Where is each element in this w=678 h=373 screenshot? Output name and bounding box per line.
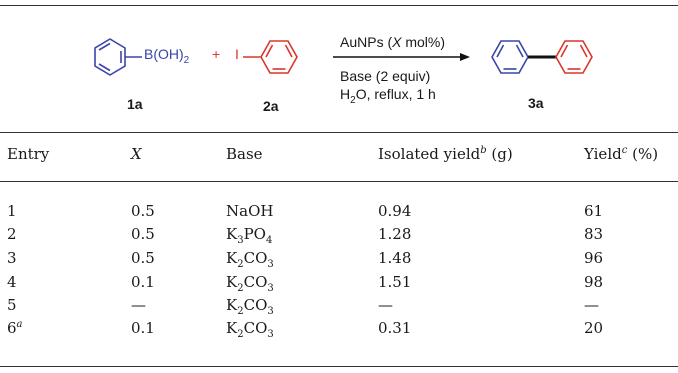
row-5-yield: — xyxy=(584,296,599,314)
row-3-x: 0.5 xyxy=(131,249,155,267)
row-2-yield: 83 xyxy=(584,225,604,243)
compound-label-1a: 1a xyxy=(127,96,143,112)
row-4-yield: 98 xyxy=(584,273,604,291)
row-6-x: 0.1 xyxy=(131,319,155,337)
row-3-base: K2CO3 xyxy=(226,249,274,270)
arrow-head-icon xyxy=(460,53,470,61)
row-1-entry: 1 xyxy=(7,202,17,220)
phenyl-ring-2a xyxy=(260,40,298,74)
iodo-atom: I xyxy=(235,46,239,62)
table-bottom-rule xyxy=(0,366,678,367)
header-bottom-rule xyxy=(0,181,678,182)
header-x: X xyxy=(131,145,142,163)
condition-catalyst: AuNPs (X mol%) xyxy=(340,34,446,50)
row-2-base: K3PO4 xyxy=(226,225,273,246)
row-1-isolated-yield: 0.94 xyxy=(378,202,412,220)
row-3-isolated-yield: 1.48 xyxy=(378,249,412,267)
row-5-base: K2CO3 xyxy=(226,296,274,317)
row-5-x: — xyxy=(131,296,146,314)
condition-base: Base (2 equiv) xyxy=(340,68,431,84)
row-2-isolated-yield: 1.28 xyxy=(378,225,412,243)
row-4-x: 0.1 xyxy=(131,273,155,291)
row-2-entry: 2 xyxy=(7,225,17,243)
compound-label-2a: 2a xyxy=(263,98,279,114)
row-1-yield: 61 xyxy=(584,202,604,220)
condition-solvent: H2O, reflux, 1 h xyxy=(340,86,436,106)
row-5-isolated-yield: — xyxy=(378,296,393,314)
row-4-entry: 4 xyxy=(7,273,17,291)
row-3-entry: 3 xyxy=(7,249,17,267)
row-1-base: NaOH xyxy=(226,202,274,220)
boronic-acid-group: B(OH)2 xyxy=(144,46,190,66)
reaction-scheme xyxy=(94,38,593,76)
header-top-rule xyxy=(0,132,678,133)
header-entry: Entry xyxy=(7,145,50,163)
header-yield: Yieldc (%) xyxy=(584,145,659,163)
phenyl-ring-1a xyxy=(94,38,126,76)
phenyl-ring-3a-blue xyxy=(491,40,529,74)
phenyl-ring-3a-red xyxy=(555,40,593,74)
header-isolated-yield: Isolated yieldb (g) xyxy=(378,145,513,163)
row-2-x: 0.5 xyxy=(131,225,155,243)
row-1-x: 0.5 xyxy=(131,202,155,220)
row-6-entry: 6a xyxy=(7,319,23,337)
row-4-isolated-yield: 1.51 xyxy=(378,273,412,291)
top-rule xyxy=(0,5,678,6)
row-5-entry: 5 xyxy=(7,296,17,314)
row-6-yield: 20 xyxy=(584,319,604,337)
row-6-base: K2CO3 xyxy=(226,319,274,340)
row-6-isolated-yield: 0.31 xyxy=(378,319,412,337)
row-4-base: K2CO3 xyxy=(226,273,274,294)
plus-sign: + xyxy=(212,46,221,62)
header-base: Base xyxy=(226,145,263,163)
row-3-yield: 96 xyxy=(584,249,604,267)
compound-label-3a: 3a xyxy=(528,95,544,111)
